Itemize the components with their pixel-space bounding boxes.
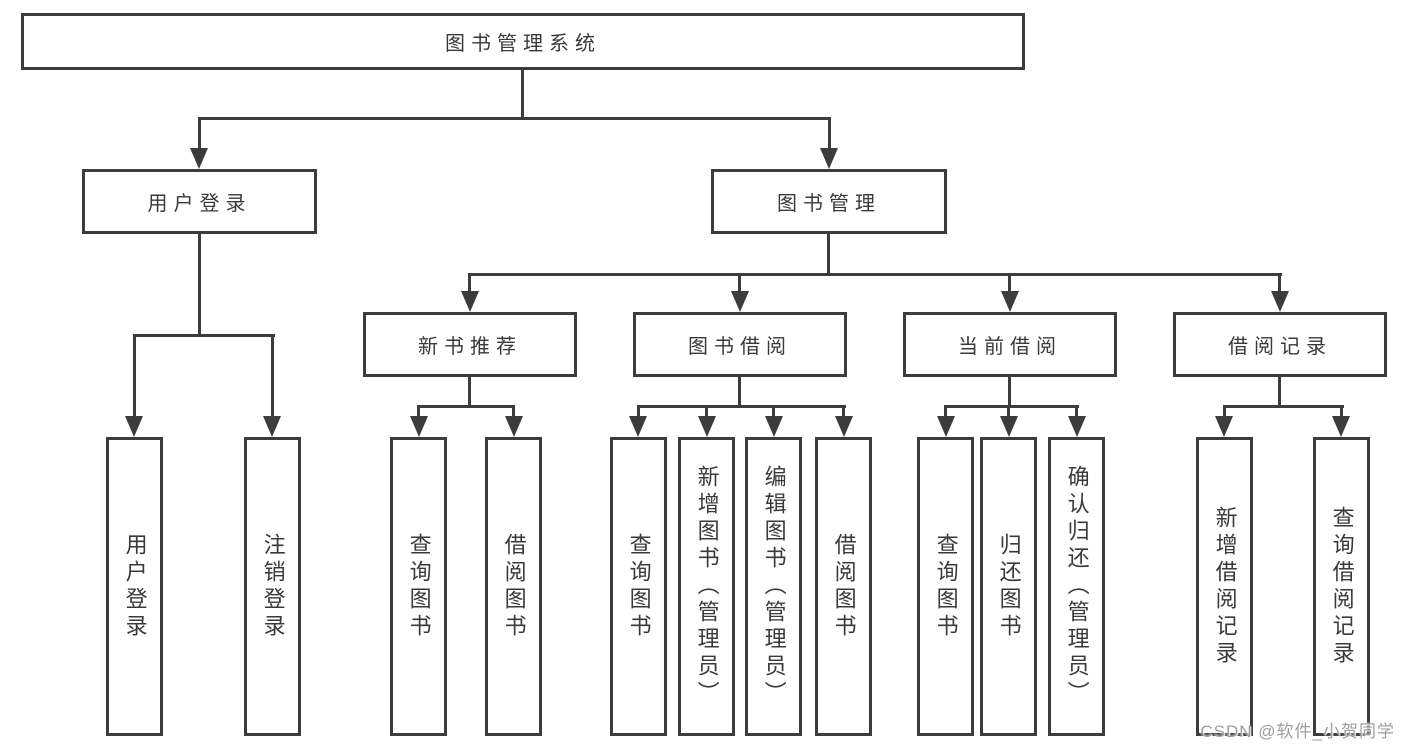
connector-line: [842, 405, 845, 419]
connector-line: [827, 233, 830, 276]
connector-line: [198, 233, 201, 337]
connector-line: [417, 405, 515, 408]
connector-line: [468, 273, 1282, 276]
connector-line: [828, 117, 831, 150]
connector-line: [1075, 405, 1078, 419]
connector-line: [1008, 273, 1011, 293]
node-book-borrow: 图书借阅: [633, 312, 847, 377]
node-borrow-records: 借阅记录: [1173, 312, 1387, 377]
connector-line: [512, 405, 515, 419]
connector-line: [637, 405, 846, 408]
connector-line: [198, 117, 831, 120]
node-new-book-recommend: 新书推荐: [363, 312, 577, 377]
arrow-down-icon: [461, 291, 479, 312]
arrow-down-icon: [505, 416, 523, 437]
arrow-down-icon: [835, 416, 853, 437]
leaf-query-borrow-record: 查询借阅记录: [1313, 437, 1370, 736]
arrow-down-icon: [190, 148, 208, 169]
arrow-down-icon: [731, 291, 749, 312]
watermark: CSDN @软件_小贺同学: [1200, 722, 1395, 741]
connector-line: [417, 405, 420, 419]
leaf-confirm-return-admin: 确认归还（管理员）: [1048, 437, 1105, 736]
connector-line: [637, 405, 640, 419]
connector-line: [271, 334, 274, 418]
arrow-down-icon: [937, 416, 955, 437]
connector-line: [705, 405, 708, 419]
arrow-down-icon: [1215, 416, 1233, 437]
connector-line: [198, 117, 201, 150]
leaf-add-books-admin: 新增图书（管理员）: [678, 437, 735, 736]
connector-line: [1278, 273, 1281, 293]
leaf-logout: 注销登录: [244, 437, 301, 736]
connector-line: [738, 273, 741, 293]
connector-line: [1007, 405, 1010, 419]
connector-line: [133, 334, 136, 418]
connector-line: [772, 405, 775, 419]
arrow-down-icon: [125, 416, 143, 437]
arrow-down-icon: [1332, 416, 1350, 437]
leaf-user-login: 用户登录: [106, 437, 163, 736]
connector-line: [1278, 377, 1281, 408]
arrow-down-icon: [1271, 291, 1289, 312]
leaf-return-books: 归还图书: [980, 437, 1037, 736]
node-user-login: 用户登录: [82, 169, 317, 234]
leaf-edit-books-admin: 编辑图书（管理员）: [745, 437, 802, 736]
connector-line: [521, 69, 524, 120]
leaf-query-books: 查询图书: [917, 437, 974, 736]
connector-line: [944, 405, 947, 419]
node-book-mgmt: 图书管理: [711, 169, 947, 234]
arrow-down-icon: [1000, 416, 1018, 437]
connector-line: [468, 273, 471, 293]
connector-line: [1008, 377, 1011, 408]
arrow-down-icon: [263, 416, 281, 437]
arrow-down-icon: [820, 148, 838, 169]
leaf-borrow-books: 借阅图书: [815, 437, 872, 736]
connector-line: [1340, 405, 1343, 419]
leaf-borrow-books: 借阅图书: [485, 437, 542, 736]
leaf-query-books: 查询图书: [390, 437, 447, 736]
connector-line: [1223, 405, 1226, 419]
connector-line: [1223, 405, 1344, 408]
connector-line: [738, 377, 741, 408]
connector-line: [133, 334, 275, 337]
node-root: 图书管理系统: [21, 13, 1025, 70]
connector-line: [944, 405, 1079, 408]
arrow-down-icon: [1001, 291, 1019, 312]
leaf-add-borrow-record: 新增借阅记录: [1196, 437, 1253, 736]
leaf-query-books: 查询图书: [610, 437, 667, 736]
arrow-down-icon: [698, 416, 716, 437]
arrow-down-icon: [765, 416, 783, 437]
arrow-down-icon: [629, 416, 647, 437]
connector-line: [468, 377, 471, 408]
node-current-borrow: 当前借阅: [903, 312, 1117, 377]
arrow-down-icon: [410, 416, 428, 437]
arrow-down-icon: [1068, 416, 1086, 437]
